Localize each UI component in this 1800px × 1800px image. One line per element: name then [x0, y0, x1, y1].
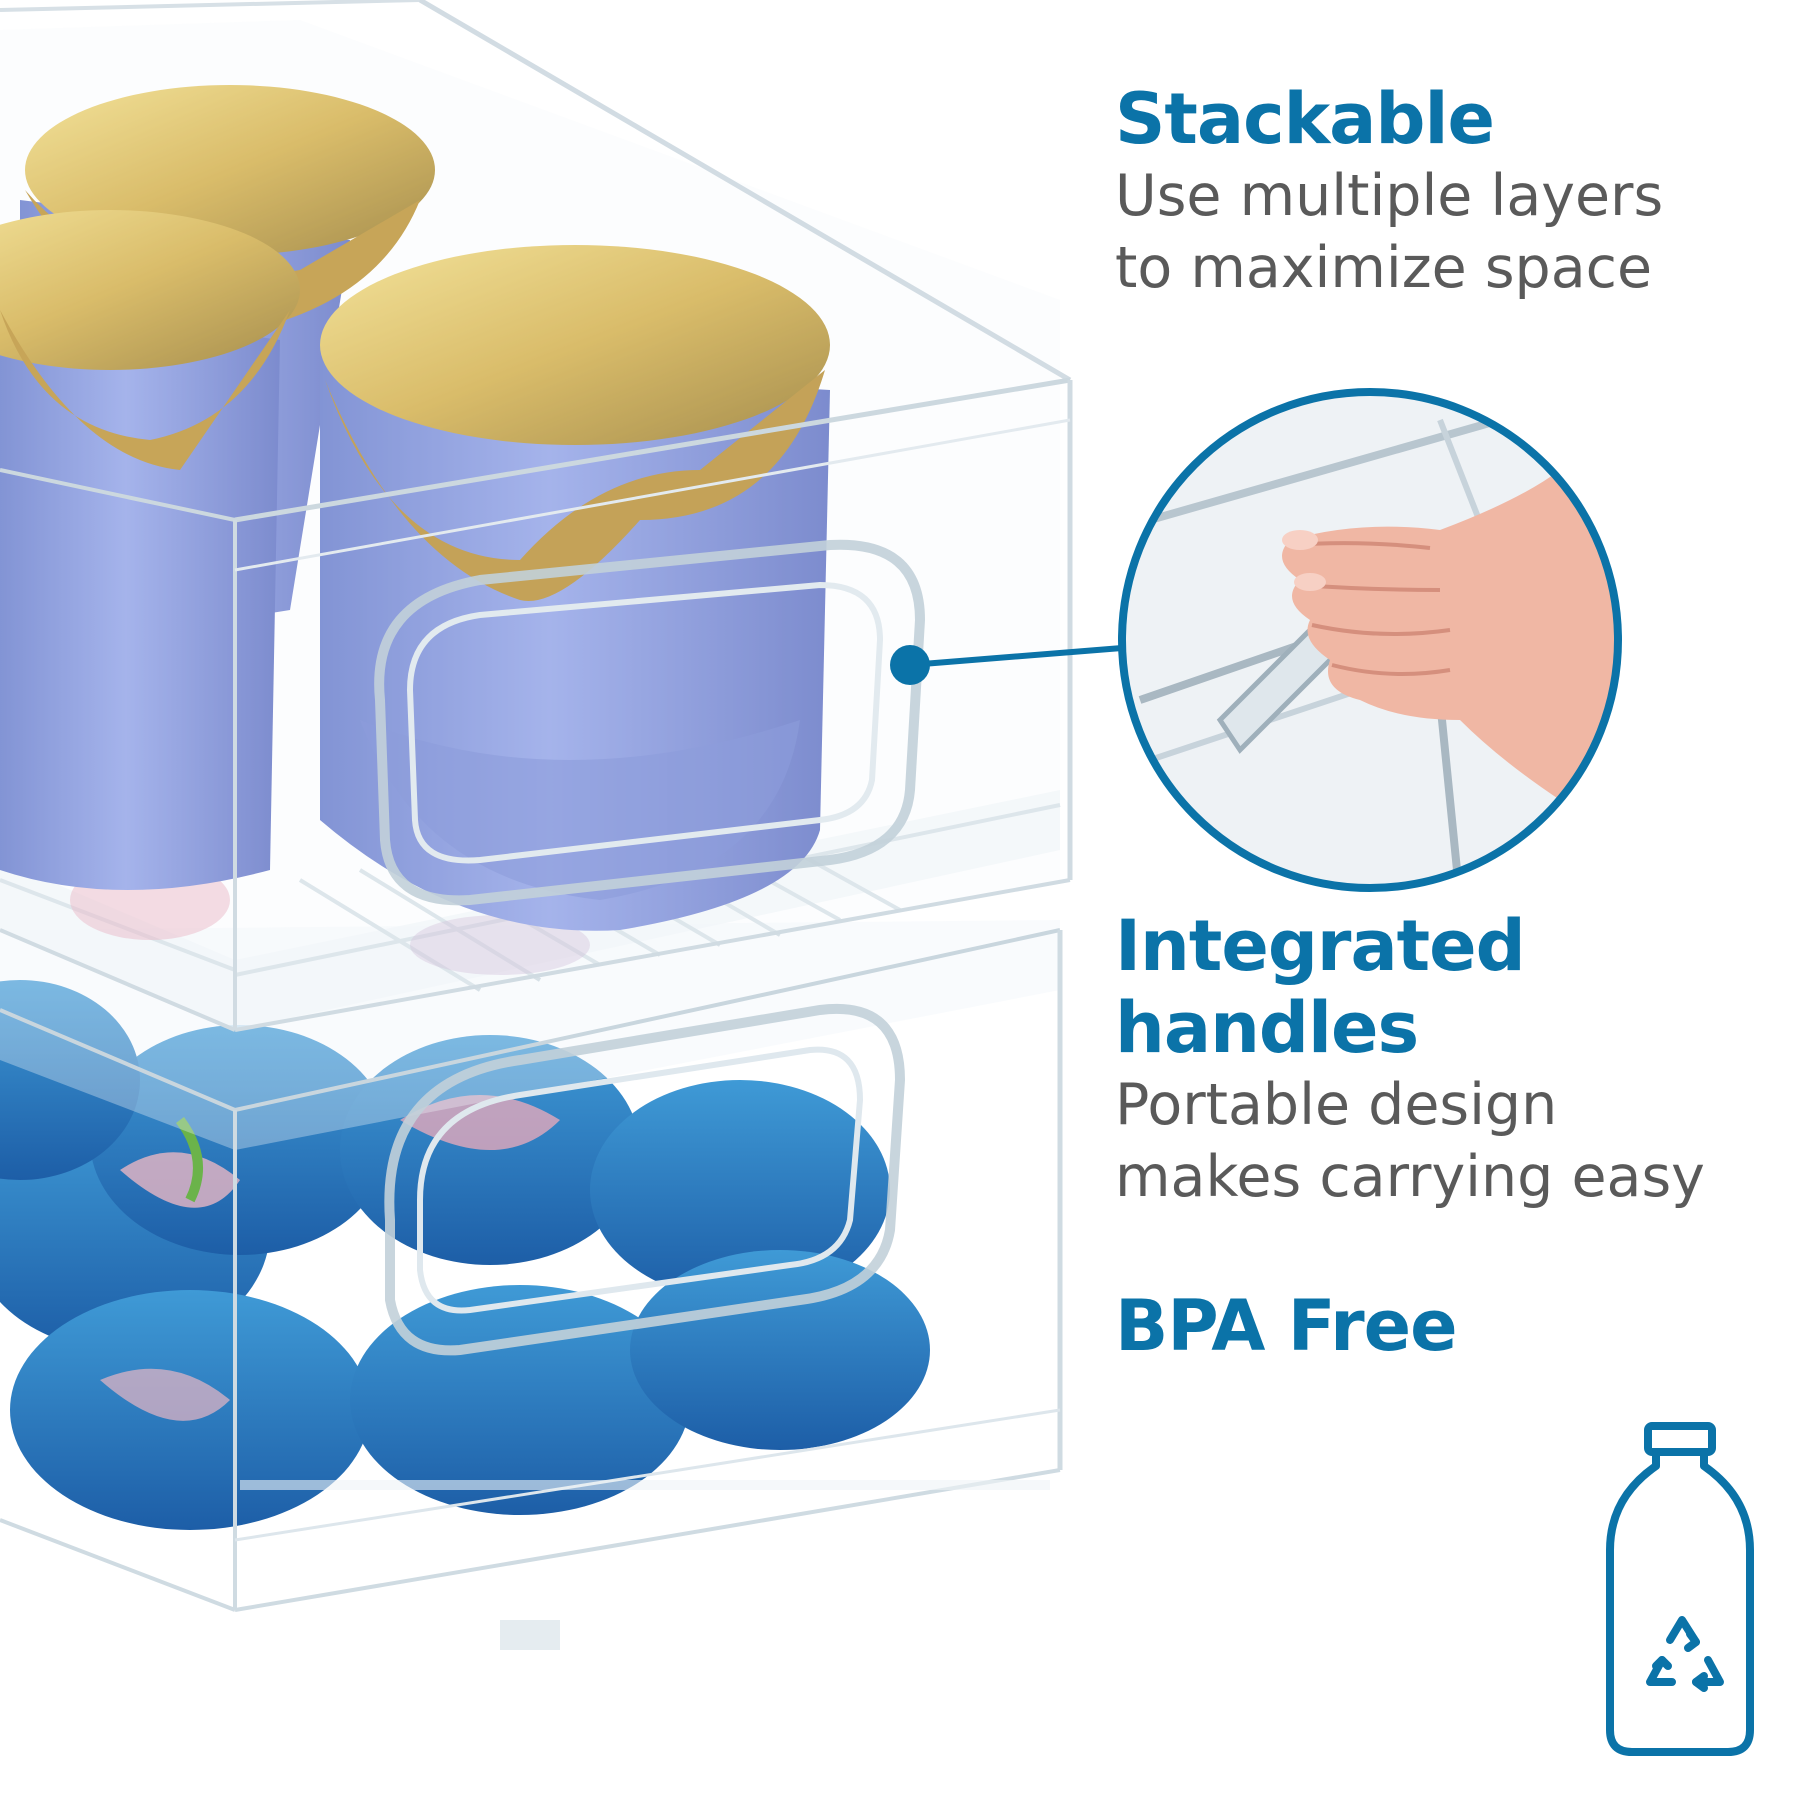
handles-heading-line2: handles	[1115, 987, 1419, 1069]
recyclable-bottle-icon	[1606, 1422, 1754, 1756]
stackable-description-line1: Use multiple layers	[1115, 163, 1664, 229]
lower-bin-contents	[0, 980, 930, 1530]
feature-integrated-handles: Integrated handles Portable design makes…	[1115, 905, 1705, 1213]
recycle-icon	[1646, 1616, 1724, 1692]
stackable-description-line2: to maximize space	[1115, 235, 1653, 301]
handle-callout	[890, 645, 1123, 685]
zoom-circle	[1118, 388, 1622, 892]
handles-description-line1: Portable design	[1115, 1072, 1558, 1138]
handles-description-line2: makes carrying easy	[1115, 1144, 1705, 1210]
handles-heading-line1: Integrated	[1115, 905, 1526, 987]
upper-bin	[0, 0, 1073, 1032]
stackable-heading: Stackable	[1115, 78, 1495, 160]
feature-stackable: Stackable Use multiple layers to maximiz…	[1115, 78, 1663, 304]
yogurt-cups	[0, 85, 830, 931]
bpa-free-heading: BPA Free	[1115, 1285, 1458, 1367]
feature-bpa-free: BPA Free	[1115, 1285, 1458, 1367]
handle-callout-dot	[890, 645, 930, 685]
